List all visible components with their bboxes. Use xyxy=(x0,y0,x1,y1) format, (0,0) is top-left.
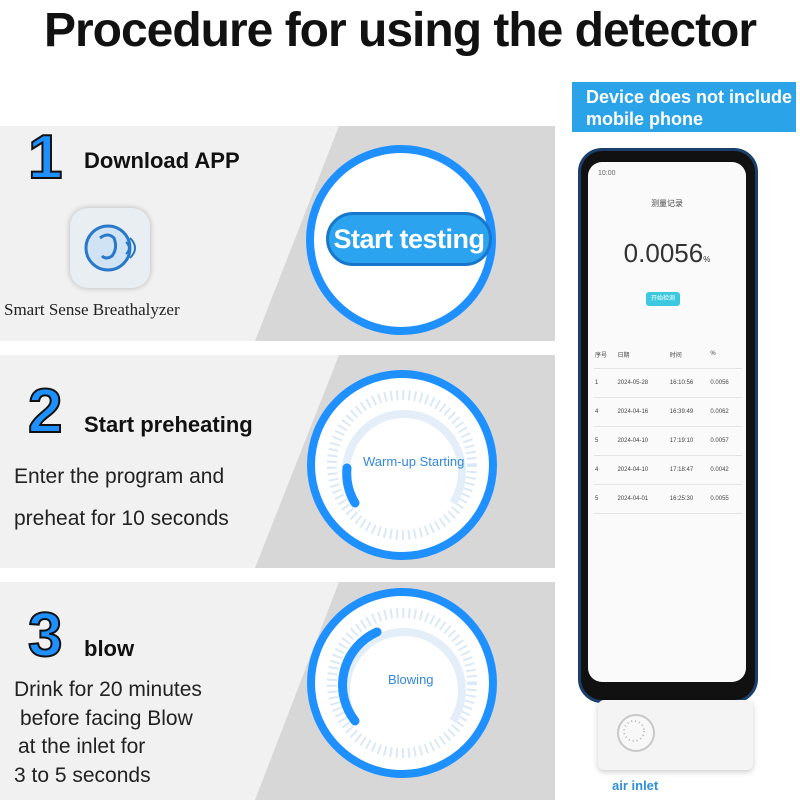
table-row[interactable]: 1 2024-05-28 16:10:56 0.0056 xyxy=(594,369,742,398)
step-3-line-4: 3 to 5 seconds xyxy=(14,763,151,787)
cell: 2024-05-28 xyxy=(617,380,649,386)
cell: 0.0055 xyxy=(710,496,729,502)
cell: 17:18:47 xyxy=(669,467,694,473)
step-3-panel xyxy=(0,582,555,800)
warmup-label: Warm-up Starting xyxy=(363,454,465,469)
step-1-title: Download APP xyxy=(84,148,240,173)
start-detection-button[interactable]: 开始检测 xyxy=(646,292,680,306)
cell: 16:39:49 xyxy=(669,409,694,415)
reading-unit: % xyxy=(703,255,711,264)
step-3-number: 3 xyxy=(27,601,64,670)
step-2-circle xyxy=(307,370,497,560)
step-3-title: blow xyxy=(84,636,135,661)
inlet-holes-icon xyxy=(623,720,645,742)
step-2-line-2: preheat for 10 seconds xyxy=(14,507,229,530)
step-1-number: 1 xyxy=(27,123,64,192)
table-row[interactable]: 5 2024-04-01 16:25:30 0.0055 xyxy=(594,485,742,514)
table-row[interactable]: 4 2024-04-10 17:18:47 0.0042 xyxy=(594,456,742,485)
step-2-text: Enter the program and preheat for 10 sec… xyxy=(14,462,229,534)
step-2-title: Start preheating xyxy=(84,412,253,437)
header-time: 时间 xyxy=(669,352,682,359)
header-percent: % xyxy=(710,351,716,357)
air-inlet-icon xyxy=(617,714,655,752)
step-3-line-3: at the inlet for xyxy=(18,735,146,758)
cell: 2024-04-10 xyxy=(617,438,649,444)
cell: 4 xyxy=(595,467,599,473)
cell: 0.0056 xyxy=(710,380,729,386)
cell: 1 xyxy=(595,380,599,386)
header-date: 日期 xyxy=(617,352,630,359)
table-header: 序号 日期 时间 % xyxy=(594,340,742,369)
cell: 2024-04-10 xyxy=(617,467,649,473)
app-icon[interactable] xyxy=(70,208,150,288)
cell: 5 xyxy=(595,496,599,502)
start-testing-button[interactable]: Start testing xyxy=(326,212,492,266)
step-3-text: Drink for 20 minutes before facing Blow … xyxy=(14,676,202,790)
screen-title: 测量记录 xyxy=(651,199,683,208)
page-title: Procedure for using the detector xyxy=(43,4,757,57)
cell: 0.0062 xyxy=(710,409,729,415)
step-2-line-1: Enter the program and xyxy=(14,465,225,488)
status-bar-time: 10:00 xyxy=(598,170,616,177)
header-index: 序号 xyxy=(595,352,608,359)
reading-number: 0.0056 xyxy=(623,238,704,268)
blowing-label: Blowing xyxy=(388,672,434,687)
step-3-line-2: before facing Blow xyxy=(20,706,193,730)
cell: 16:10:56 xyxy=(669,380,694,386)
reading-value: 0.0056% xyxy=(588,238,746,269)
cell: 5 xyxy=(595,438,599,444)
cell: 4 xyxy=(595,409,599,415)
cell: 0.0057 xyxy=(710,438,729,444)
air-inlet-label: air inlet xyxy=(612,778,659,793)
blowing-gauge-icon xyxy=(327,608,477,758)
notice-line-2: mobile phone xyxy=(586,109,703,129)
warmup-gauge-icon xyxy=(327,390,477,540)
app-name: Smart Sense Breathalyzer xyxy=(4,300,180,319)
cell: 16:25:30 xyxy=(669,496,694,502)
step-3-line-1: Drink for 20 minutes xyxy=(14,678,202,701)
step-2-number: 2 xyxy=(27,377,64,446)
history-table: 序号 日期 时间 % 1 2024-05-28 16:10:56 0.0056 4 20… xyxy=(594,340,742,514)
notice-line-1: Device does not include xyxy=(586,87,793,107)
cell: 0.0042 xyxy=(710,467,729,473)
table-row[interactable]: 4 2024-04-16 16:39:49 0.0062 xyxy=(594,398,742,427)
step-3-circle xyxy=(307,588,497,778)
breathalyzer-face-icon xyxy=(84,224,136,272)
cell: 2024-04-01 xyxy=(617,496,649,502)
table-row[interactable]: 5 2024-04-10 17:19:10 0.0057 xyxy=(594,427,742,456)
cell: 2024-04-16 xyxy=(617,409,649,415)
phone-screen: 10:00 测量记录 0.0056% 开始检测 序号 日期 时间 % 1 2024… xyxy=(588,162,746,682)
notice-badge: Device does not include mobile phone xyxy=(572,82,796,132)
cell: 17:19:10 xyxy=(669,438,694,444)
